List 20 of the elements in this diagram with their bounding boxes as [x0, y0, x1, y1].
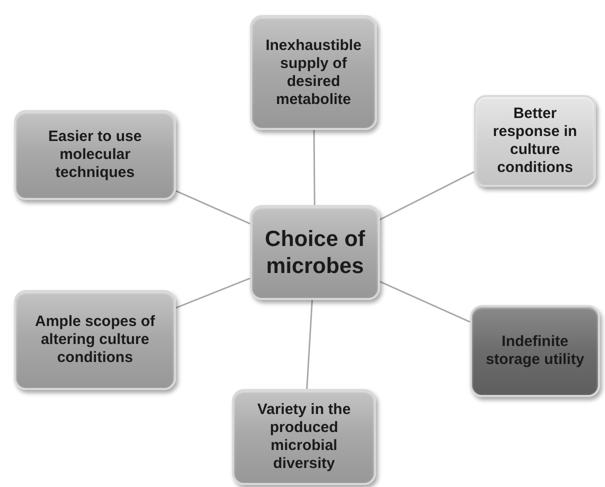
topic-box	[14, 290, 176, 390]
box-text: Ample scopes of altering culture conditions	[34, 313, 156, 367]
box-text: Variety in the produced microbial diversity	[256, 401, 352, 473]
topic-box	[470, 305, 600, 397]
topic-box	[474, 95, 596, 187]
topic-box	[250, 15, 377, 130]
connector-line	[313, 130, 316, 205]
central-box	[250, 205, 380, 300]
topic-box	[14, 110, 176, 200]
topic-box	[232, 389, 376, 485]
box-text: Easier to use molecular techniques	[47, 128, 143, 182]
connector-line	[176, 190, 250, 224]
connector-line	[380, 280, 470, 323]
box-text: Choice of microbes	[264, 226, 366, 279]
box-text: Better response in culture conditions	[492, 105, 578, 177]
box-text: Indefinite storage utility	[484, 333, 586, 369]
connector-line	[306, 300, 313, 390]
connector-line	[380, 171, 474, 220]
connector-line	[176, 278, 250, 308]
box-text: Inexhaustible supply of desired metabolite	[264, 36, 362, 108]
